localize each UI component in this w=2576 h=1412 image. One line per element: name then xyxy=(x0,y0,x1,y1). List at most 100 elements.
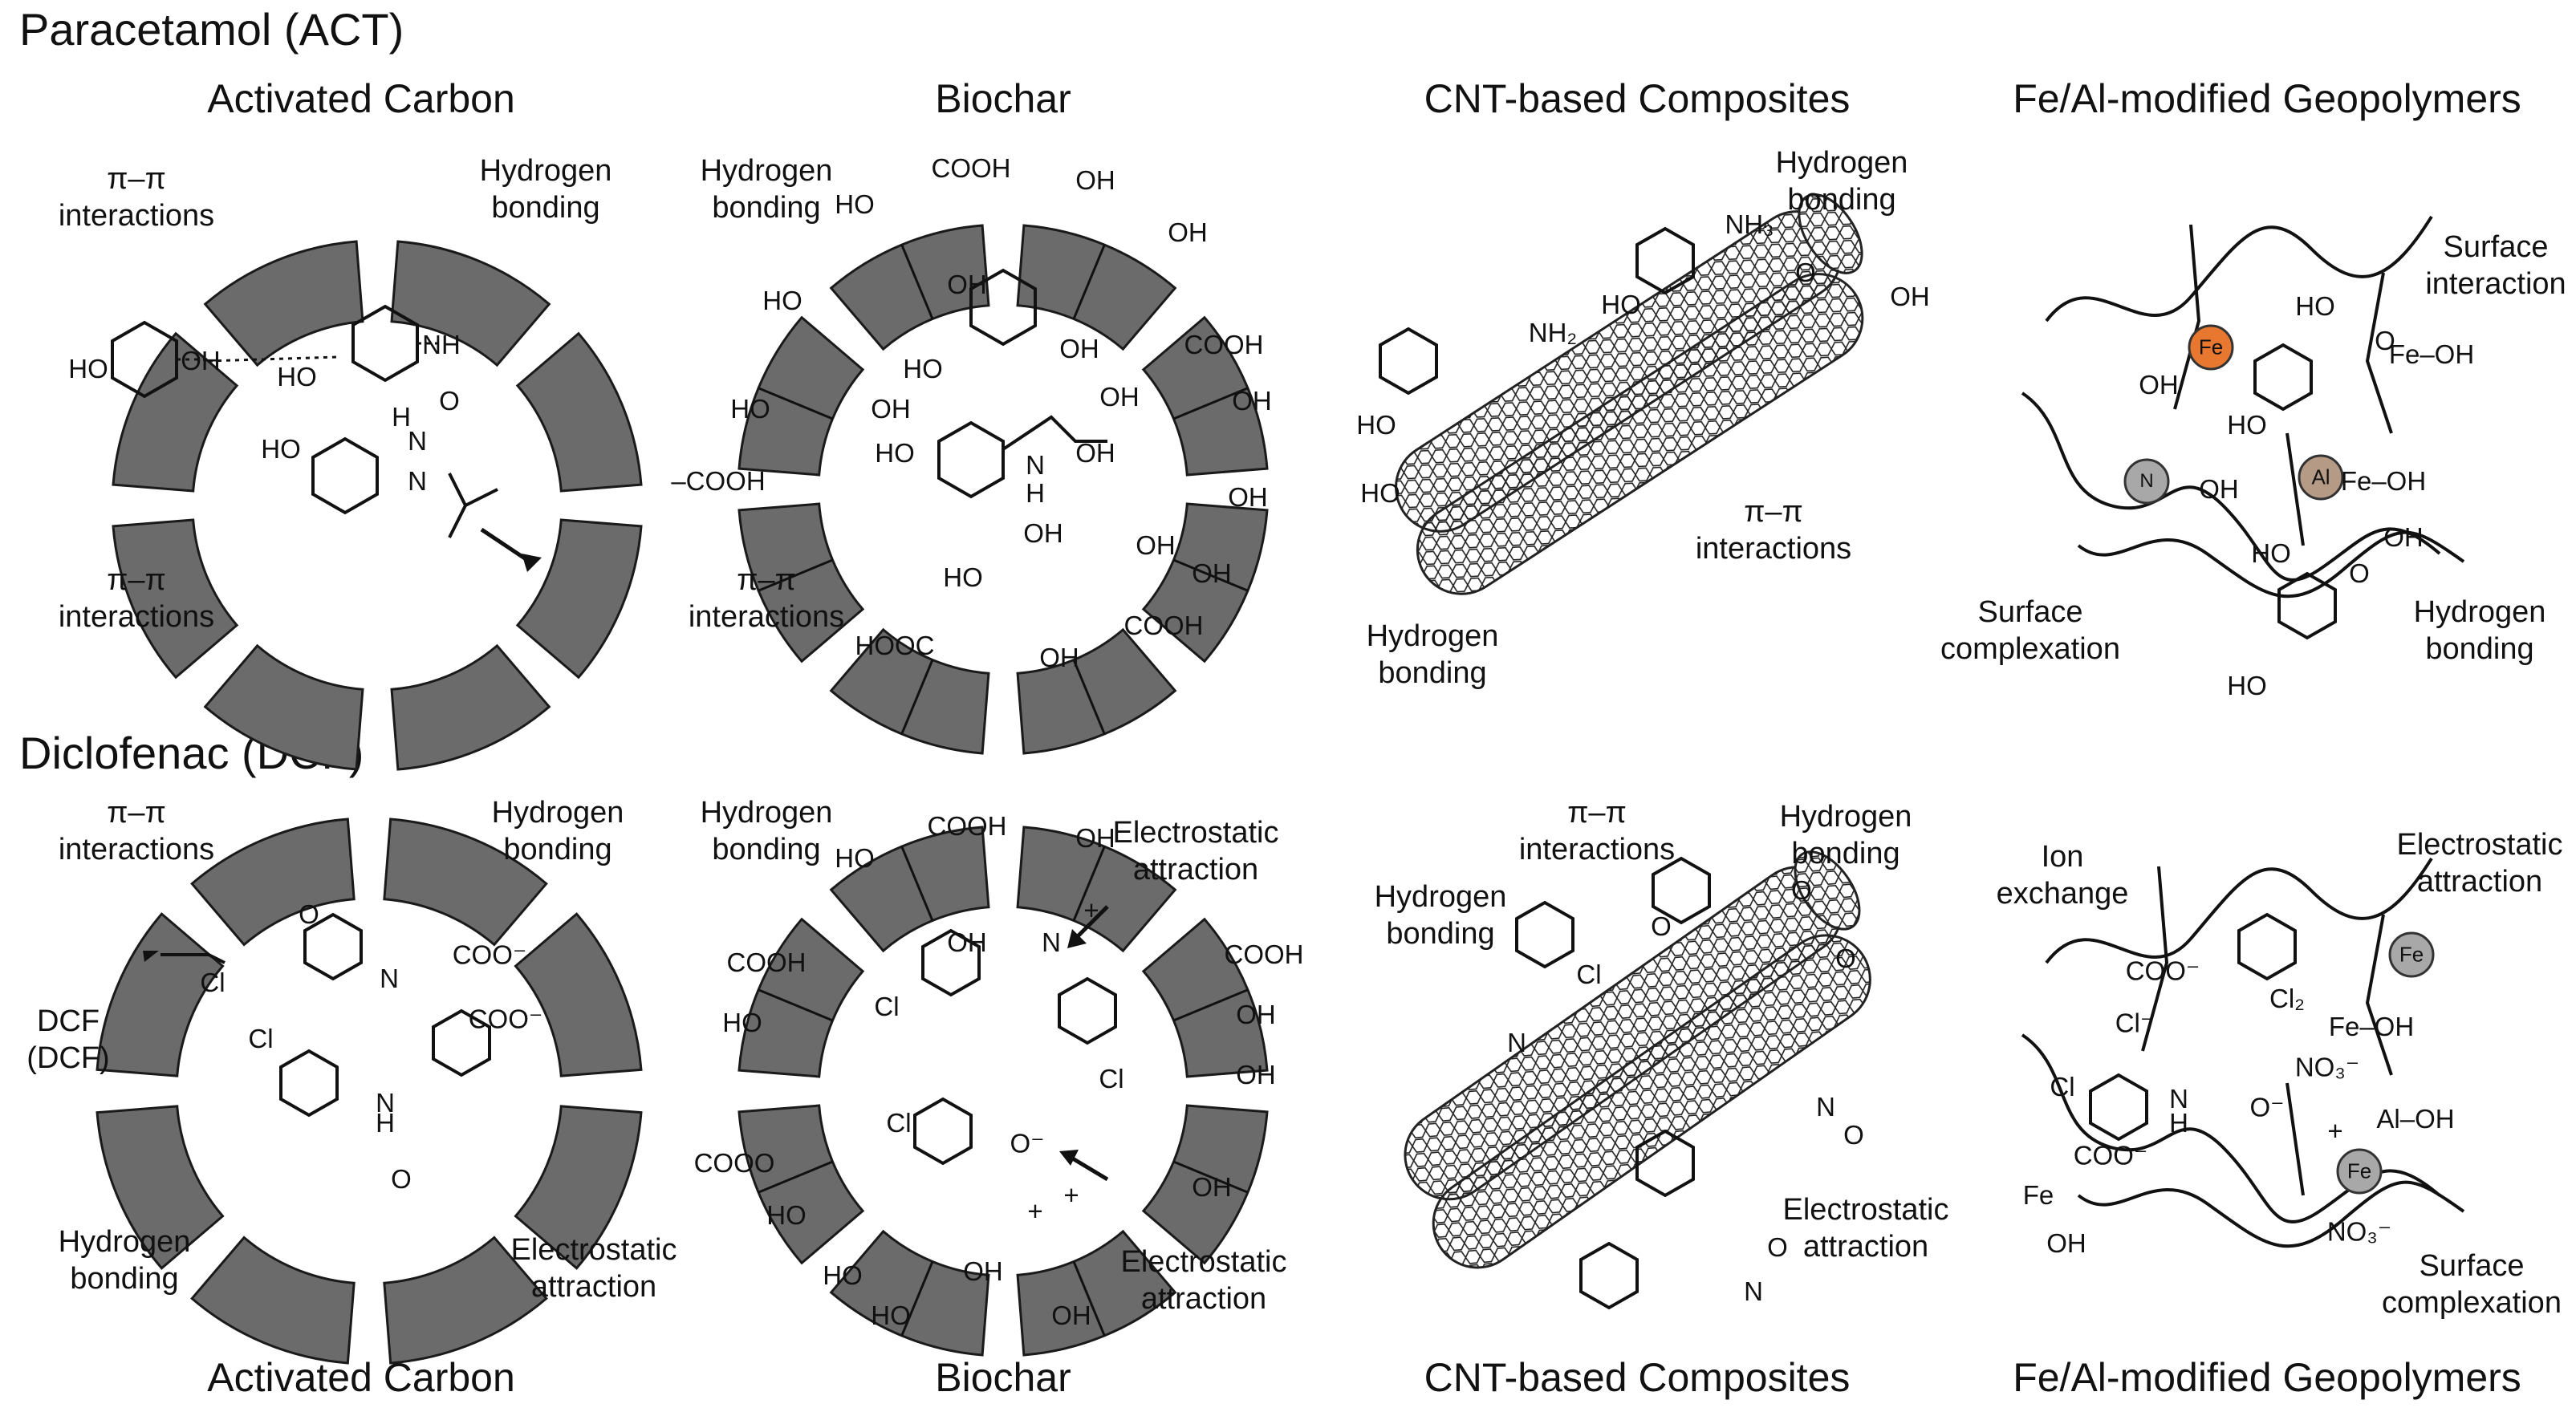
chem-group: N xyxy=(408,466,427,496)
col-title-biochar-top: Biochar xyxy=(935,76,1071,121)
chem-group: COOH xyxy=(1184,330,1264,359)
chem-group: HO xyxy=(1360,478,1400,508)
chem-group: Cl xyxy=(1099,1064,1124,1093)
chem-group: OH xyxy=(1168,217,1208,247)
chem-group: N xyxy=(2139,470,2154,492)
pore-wall-segment xyxy=(1141,315,1269,477)
chem-group: OH xyxy=(947,270,987,299)
chem-group: O xyxy=(2349,558,2370,588)
chem-group: Cl xyxy=(1576,960,1602,989)
pore-wall-segment xyxy=(383,818,548,947)
functional-group-bond xyxy=(1072,244,1106,320)
chem-group: Cl xyxy=(2050,1072,2075,1102)
chem-group: COO⁻ xyxy=(468,1004,543,1034)
functional-group-bond xyxy=(758,988,834,1022)
label-hydrogen-bonding: Hydrogen bonding xyxy=(1374,880,1507,951)
fe-atom xyxy=(2188,324,2234,371)
label-pi-pi: π–π interactions xyxy=(58,796,215,866)
aromatic-ring xyxy=(1652,856,1711,925)
pore-wall-segment xyxy=(390,240,551,367)
chem-group: COO⁻ xyxy=(452,939,527,970)
chem-group: OH xyxy=(1099,382,1140,412)
pore-wall-segment xyxy=(515,331,643,493)
chem-group: Cl xyxy=(874,992,900,1021)
chem-group: OH xyxy=(1192,1172,1232,1202)
chem-group: Fe–OH xyxy=(2340,466,2427,496)
pore-wall-segment xyxy=(203,240,364,367)
functional-group-bond xyxy=(1172,988,1249,1022)
aromatic-ring xyxy=(1058,976,1117,1045)
chem-group: O xyxy=(2375,326,2395,355)
chem-group: COO⁻ xyxy=(2125,956,2200,986)
pore-wall-segment xyxy=(1016,826,1177,953)
geopolymer-network xyxy=(2021,215,2465,640)
chem-group: NH xyxy=(422,330,461,359)
col-title-cnt-bottom: CNT-based Composites xyxy=(1424,1355,1851,1400)
pore-diagram xyxy=(737,826,1269,1357)
chem-group: OH xyxy=(1890,282,1930,311)
chem-group: HO xyxy=(1601,290,1641,319)
chem-group: –COOH xyxy=(671,466,766,496)
label-pi-pi: π–π interactions xyxy=(58,563,215,634)
panel-dcf-geopolymer: Ion exchange Electrostatic attraction Su… xyxy=(1950,778,2576,1356)
chem-group: Cl⁻ xyxy=(2115,1008,2155,1038)
col-title-biochar-bottom: Biochar xyxy=(935,1355,1071,1400)
chem-group: OH xyxy=(1192,558,1232,588)
chem-group: Al–OH xyxy=(2376,1104,2455,1134)
chem-group: OH xyxy=(1236,1000,1276,1029)
pore-wall-segment xyxy=(829,826,990,953)
chem-group: H xyxy=(376,1108,395,1138)
label-hydrogen-bonding: Hydrogen bonding xyxy=(1779,800,1912,870)
chem-group: HO xyxy=(2295,291,2335,321)
carbon-nanotube xyxy=(1404,850,1871,1269)
chem-group: NH₂ xyxy=(1528,318,1578,347)
al-atom xyxy=(2298,454,2344,501)
chem-group: NO₃⁻ xyxy=(2326,1216,2392,1247)
chem-group: O xyxy=(1843,1120,1864,1150)
chem-group: OH xyxy=(1075,823,1115,853)
chem-group: H xyxy=(392,402,411,432)
label-dcf: DCF (DCF) xyxy=(26,1004,110,1075)
pore-wall-segment xyxy=(829,1229,990,1357)
chem-group: N xyxy=(380,964,399,993)
label-pi-pi: π–π interactions xyxy=(1518,796,1676,866)
chem-group: N xyxy=(408,426,427,456)
aromatic-ring xyxy=(432,1008,491,1077)
chem-group: COOH xyxy=(1123,611,1204,640)
pore-diagram xyxy=(111,240,643,771)
functional-group-bond xyxy=(900,659,934,735)
label-surface-interaction: Surface interaction xyxy=(2425,230,2566,301)
aromatic-ring xyxy=(913,1097,973,1166)
cnt-diagram xyxy=(1404,850,1871,1310)
functional-group-bond xyxy=(1072,659,1106,735)
label-pi-pi: π–π interactions xyxy=(1695,495,1852,566)
chem-group: OH xyxy=(1236,1060,1276,1089)
col-title-activated-carbon-top: Activated Carbon xyxy=(207,76,515,121)
functional-group-bond xyxy=(1172,558,1249,592)
chem-group: + xyxy=(2327,1116,2343,1146)
panel-act-cnt: Hydrogen bonding π–π interactions Hydrog… xyxy=(1316,128,1942,706)
chem-group: HO xyxy=(2251,538,2291,568)
aromatic-ring xyxy=(1579,1241,1639,1310)
chem-group: HO xyxy=(277,362,317,392)
col-title-geopolymer-top: Fe/Al-modified Geopolymers xyxy=(2013,76,2521,121)
chem-group: N xyxy=(1026,450,1045,480)
chem-group: Al xyxy=(2311,465,2330,489)
aromatic-ring xyxy=(2237,912,2297,981)
chem-group: + xyxy=(1083,895,1099,925)
panel-act-geopolymer: Surface interaction Surface complexation… xyxy=(1940,128,2576,706)
functional-group-bond xyxy=(1072,1260,1106,1337)
carbon-nanotube xyxy=(1395,193,1864,595)
chem-group: O xyxy=(1795,258,1816,287)
label-hydrogen-bonding: Hydrogen bonding xyxy=(479,154,612,225)
functional-group-bond xyxy=(900,244,934,320)
aromatic-ring xyxy=(111,320,178,399)
chem-group: NO₃⁻ xyxy=(2294,1052,2360,1082)
panel-act-biochar: Hydrogen bonding π–π interactions HO COO… xyxy=(658,128,1284,755)
pore-wall-segment xyxy=(829,627,990,755)
aromatic-ring xyxy=(1635,1129,1695,1198)
chem-group: COOH xyxy=(927,811,1007,841)
functional-group-bond xyxy=(1072,846,1106,922)
pore-diagram xyxy=(95,818,643,1365)
panel-dcf-biochar: Hydrogen bonding Electrostatic attractio… xyxy=(658,778,1304,1357)
